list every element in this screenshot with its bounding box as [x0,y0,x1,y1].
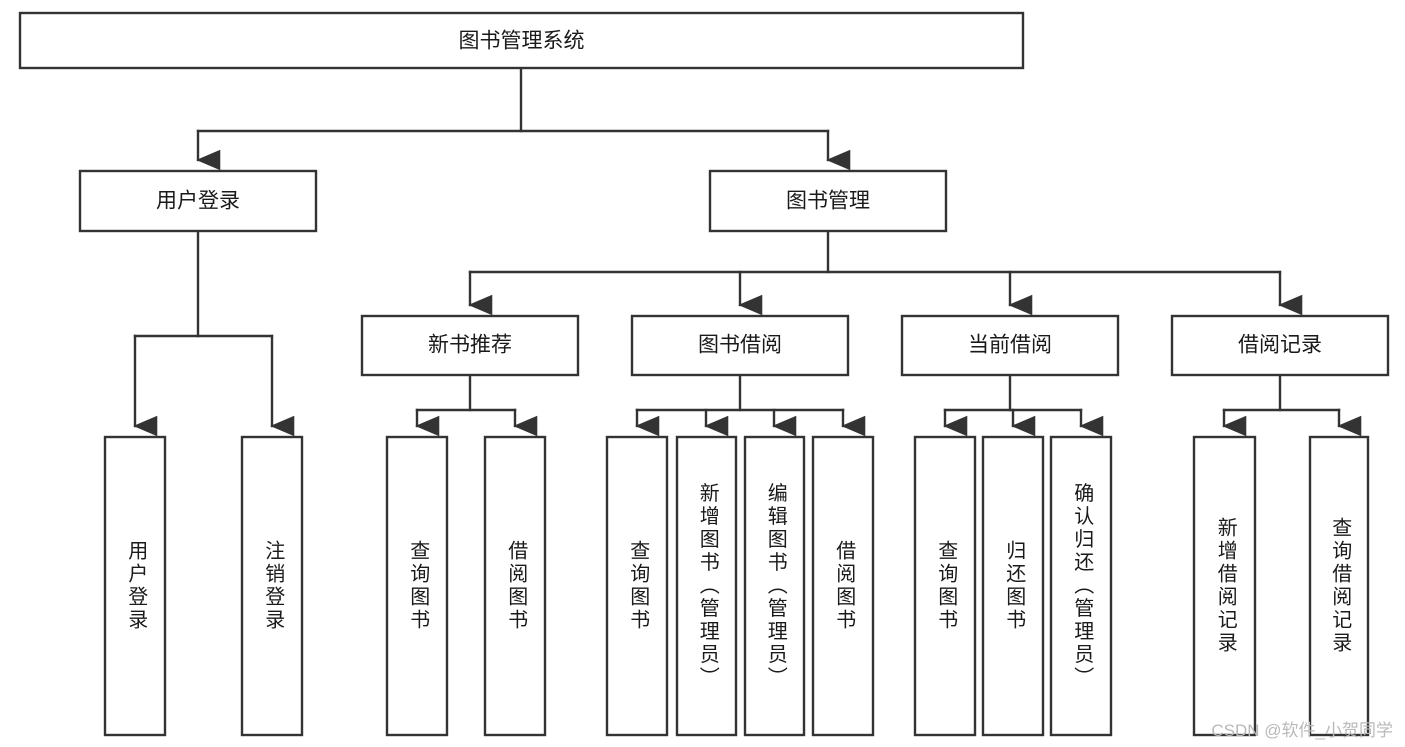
node-leaf-query-book-3-label: 查询图书 [935,540,958,632]
node-leaf-edit-book-box [743,435,806,737]
node-leaf-query-book-3[interactable]: 查询图书 [913,435,977,737]
node-leaf-borrow-book-2[interactable]: 借阅图书 [811,435,875,737]
node-leaf-borrow-book-2-label: 借阅图书 [833,540,856,632]
node-leaf-borrow-book-2-box [811,435,875,737]
node-leaf-logout-label: 注销登录 [262,540,285,632]
node-leaf-add-book[interactable]: 新增图书（管理员） [675,435,738,737]
node-book-manage-box [708,169,948,233]
node-leaf-add-record-box [1192,435,1257,737]
node-leaf-query-record-box [1308,435,1370,737]
node-root-box [18,11,1025,70]
node-leaf-borrow-book-1-label: 借阅图书 [505,540,528,632]
node-borrow-record-label: 借阅记录 [1238,334,1322,357]
node-borrow-record-box [1170,314,1390,377]
csdn-watermark: CSDN @软件_小贺同学 [1211,721,1393,740]
connector-group-book-manage [468,229,1303,316]
node-leaf-return-book[interactable]: 归还图书 [981,435,1045,737]
connector-group-borrow-record [1222,373,1362,437]
node-user-login-label: 用户登录 [156,190,240,213]
node-book-borrow[interactable]: 图书借阅 [630,314,850,377]
node-leaf-query-record-label: 查询借阅记录 [1329,517,1352,655]
node-borrow-record[interactable]: 借阅记录 [1170,314,1390,377]
connector-group-user-login [133,229,295,437]
node-new-book-recommend-label: 新书推荐 [428,334,512,357]
connector-group-new-book-recommend [415,373,538,437]
node-leaf-add-book-box [675,435,738,737]
node-leaf-user-login[interactable]: 用户登录 [103,435,167,737]
node-leaf-confirm-return[interactable]: 确认归还（管理员） [1049,435,1113,737]
node-leaf-borrow-book-1[interactable]: 借阅图书 [483,435,547,737]
node-leaf-query-book-2[interactable]: 查询图书 [605,435,669,737]
node-leaf-query-book-3-box [913,435,977,737]
node-leaf-return-book-box [981,435,1045,737]
node-leaf-add-book-label: 新增图书（管理员） [696,482,719,689]
node-user-login[interactable]: 用户登录 [78,169,318,233]
node-new-book-recommend[interactable]: 新书推荐 [360,314,580,377]
node-leaf-add-record-label: 新增借阅记录 [1214,517,1237,655]
node-leaf-edit-book-label: 编辑图书（管理员） [764,482,787,689]
node-current-borrow-box [900,314,1120,377]
node-leaf-query-book-1-label: 查询图书 [407,540,430,632]
node-book-manage-label: 图书管理 [786,190,870,213]
node-current-borrow-label: 当前借阅 [968,334,1052,357]
connector-group-book-borrow [635,373,866,437]
node-leaf-query-book-1-box [385,435,449,737]
node-leaf-logout[interactable]: 注销登录 [240,435,304,737]
connector-group-current-borrow [943,373,1104,437]
node-leaf-user-login-box [103,435,167,737]
node-leaf-query-record[interactable]: 查询借阅记录 [1308,435,1370,737]
node-leaf-logout-box [240,435,304,737]
node-root-label: 图书管理系统 [459,30,585,53]
node-leaf-query-book-2-box [605,435,669,737]
node-new-book-recommend-box [360,314,580,377]
node-leaf-query-book-1[interactable]: 查询图书 [385,435,449,737]
node-leaf-borrow-book-1-box [483,435,547,737]
connector-group-root [196,66,851,171]
node-leaf-confirm-return-box [1049,435,1113,737]
node-leaf-confirm-return-label: 确认归还（管理员） [1071,482,1094,689]
node-book-borrow-box [630,314,850,377]
node-leaf-query-book-2-label: 查询图书 [627,540,650,632]
node-leaf-return-book-label: 归还图书 [1003,540,1026,632]
node-leaf-edit-book[interactable]: 编辑图书（管理员） [743,435,806,737]
node-user-login-box [78,169,318,233]
node-book-borrow-label: 图书借阅 [698,334,782,357]
node-root[interactable]: 图书管理系统 [18,11,1025,70]
node-current-borrow[interactable]: 当前借阅 [900,314,1120,377]
node-book-manage[interactable]: 图书管理 [708,169,948,233]
node-leaf-user-login-label: 用户登录 [125,540,148,632]
node-leaf-add-record[interactable]: 新增借阅记录 [1192,435,1257,737]
